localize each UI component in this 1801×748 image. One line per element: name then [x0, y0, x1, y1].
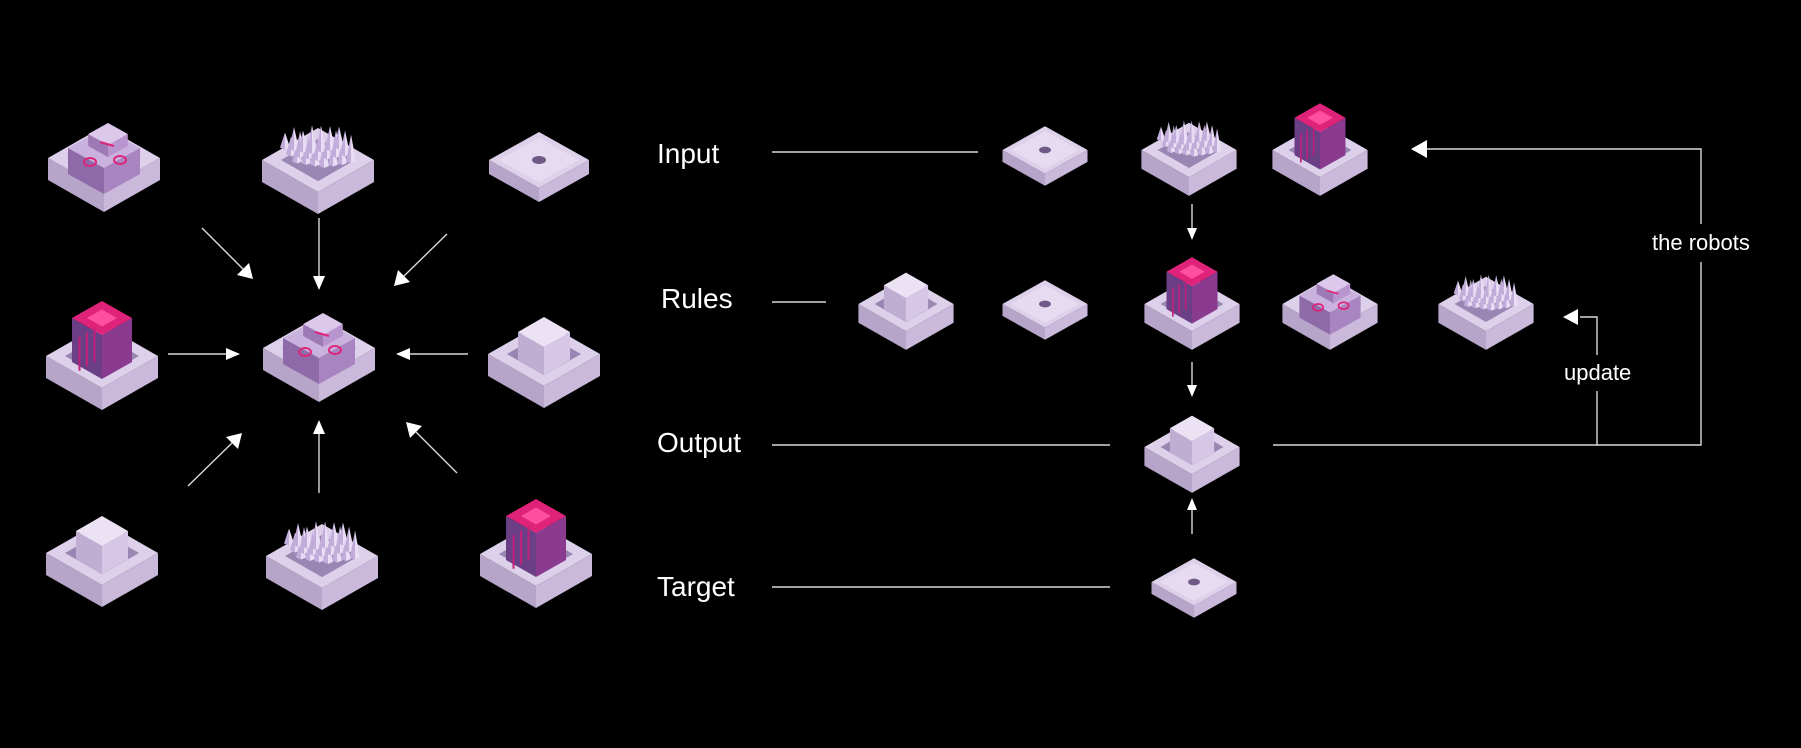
- cluster-1-spikes-tray-block: [262, 125, 374, 214]
- feedback-labels: the robots update: [1557, 224, 1757, 391]
- arrow-from-top-left: [201, 227, 253, 279]
- arrow-from-top: [313, 218, 325, 290]
- arrow-from-top-right: [394, 233, 448, 286]
- feedback-loop-update: [1563, 309, 1598, 445]
- arrow-from-bottom: [313, 420, 325, 493]
- input-1-spikes-tray-block: [1141, 120, 1237, 196]
- input-label: Input: [657, 138, 719, 169]
- cluster-3-pink-cube-tray-block: [46, 301, 158, 410]
- cluster-7-pink-cube-tray-block: [480, 499, 592, 608]
- arrow-input-to-rules: [1187, 204, 1197, 240]
- rules-2-pink-cube-tray-block: [1144, 257, 1240, 350]
- pipeline-connectors: [772, 140, 1702, 588]
- rules-3-robot-tray-block: [1282, 274, 1378, 350]
- arrow-rules-to-output: [1187, 362, 1197, 397]
- output-label: Output: [657, 427, 741, 458]
- rules-4-spikes-tray-block: [1438, 274, 1534, 350]
- robots-label-bg: [1645, 224, 1757, 262]
- update-label: update: [1564, 360, 1631, 385]
- arrow-from-bottom-left: [187, 433, 242, 487]
- cluster-5-cube-tray-block: [46, 516, 158, 607]
- output-0-cube-tray-block: [1144, 415, 1240, 493]
- rules-label: Rules: [661, 283, 733, 314]
- update-label-bg: [1557, 355, 1637, 391]
- blocks-layer: [46, 103, 1534, 618]
- cluster-center-robot-tray-block: [263, 313, 375, 402]
- row-labels: Input Rules Output Target: [657, 138, 741, 602]
- aggregation-cluster: [168, 218, 468, 493]
- arrow-target-to-output: [1187, 498, 1197, 534]
- feedback-loop-robots: [1273, 140, 1702, 446]
- cluster-arrows: [168, 218, 468, 493]
- target-label: Target: [657, 571, 735, 602]
- input-0-tile-dot-block: [1002, 126, 1088, 186]
- cluster-6-spikes-tray-block: [266, 521, 378, 610]
- rules-0-cube-tray-block: [858, 272, 954, 350]
- target-0-tile-dot-block: [1151, 558, 1237, 618]
- robots-label: the robots: [1652, 230, 1750, 255]
- cluster-4-cube-tray-block: [488, 317, 600, 408]
- arrow-from-left: [168, 348, 240, 360]
- input-2-pink-cube-tray-block: [1272, 103, 1368, 196]
- arrow-from-bottom-right: [406, 422, 458, 474]
- cluster-2-tile-dot-block: [489, 132, 589, 202]
- cluster-0-robot-tray-block: [48, 123, 160, 212]
- arrow-from-right: [396, 348, 468, 360]
- rules-1-tile-dot-block: [1002, 280, 1088, 340]
